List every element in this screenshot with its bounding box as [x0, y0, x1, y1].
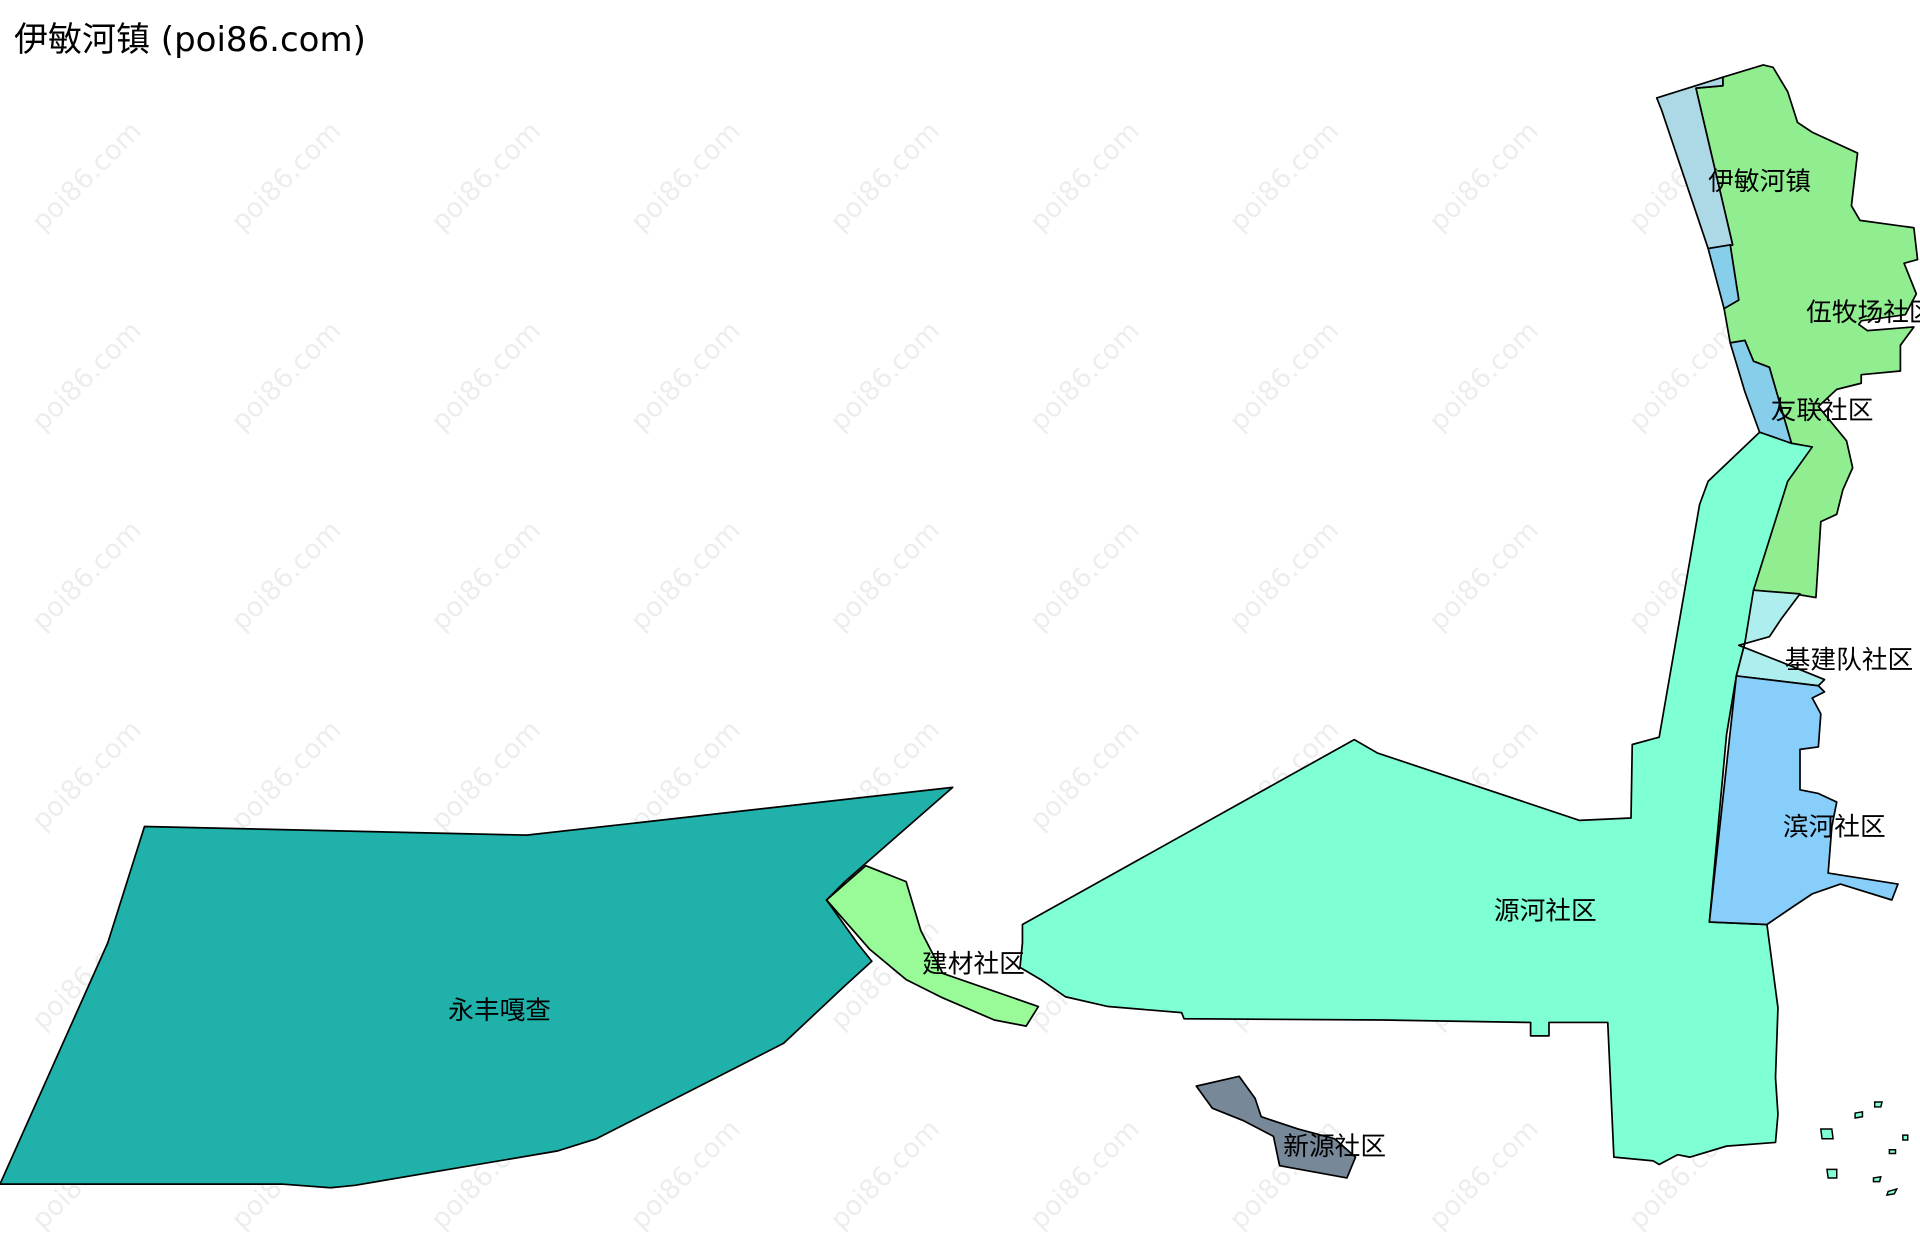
- watermark-text: poi86.com: [225, 715, 347, 837]
- label-jiancai-shequ: 建材社区: [922, 949, 1025, 979]
- label-yuanhe-shequ: 源河社区: [1494, 897, 1597, 927]
- island: [1902, 1134, 1909, 1141]
- watermark-text: poi86.com: [1223, 515, 1345, 637]
- watermark-text: poi86.com: [1623, 315, 1745, 437]
- watermark-text: poi86.com: [26, 116, 148, 238]
- island: [1888, 1149, 1897, 1155]
- island: [1826, 1168, 1838, 1179]
- watermark-text: poi86.com: [1024, 116, 1146, 238]
- watermark-text: poi86.com: [225, 515, 347, 637]
- label-jijiandui-shequ: 基建队社区: [1785, 646, 1914, 676]
- watermark-text: poi86.com: [425, 715, 547, 837]
- watermark-text: poi86.com: [1024, 315, 1146, 437]
- region-binhe-shequ[interactable]: [1708, 675, 1899, 926]
- watermark-text: poi86.com: [225, 315, 347, 437]
- watermark-text: poi86.com: [1223, 116, 1345, 238]
- label-binhe-shequ: 滨河社区: [1783, 812, 1886, 842]
- watermark-text: poi86.com: [26, 515, 148, 637]
- region-wumuchang-shequ[interactable]: [1655, 76, 1734, 250]
- watermark-text: poi86.com: [824, 515, 946, 637]
- watermark-text: poi86.com: [26, 715, 148, 837]
- region-jiancai-shequ[interactable]: [825, 864, 1040, 1027]
- watermark-text: poi86.com: [625, 1114, 747, 1236]
- watermark-text: poi86.com: [1423, 515, 1545, 637]
- watermark-text: poi86.com: [1423, 315, 1545, 437]
- page-title: 伊敏河镇 (poi86.com): [14, 20, 366, 60]
- watermark-text: poi86.com: [824, 315, 946, 437]
- watermark-text: poi86.com: [1423, 1114, 1545, 1236]
- label-yongfeng-gacha: 永丰嘎查: [448, 996, 551, 1026]
- watermark-text: poi86.com: [1024, 1114, 1146, 1236]
- watermark-text: poi86.com: [1223, 315, 1345, 437]
- island: [1872, 1175, 1882, 1183]
- watermark-text: poi86.com: [26, 315, 148, 437]
- region-strip-blue: [1707, 244, 1740, 310]
- island: [1873, 1101, 1883, 1108]
- watermark-text: poi86.com: [1423, 116, 1545, 238]
- watermark-text: poi86.com: [1024, 715, 1146, 837]
- region-yongfeng-gacha[interactable]: [0, 786, 954, 1189]
- watermark-text: poi86.com: [824, 116, 946, 238]
- island: [1885, 1187, 1899, 1197]
- label-yiminhe-zhen: 伊敏河镇: [1708, 167, 1811, 197]
- region-jijiandui-shequ[interactable]: [1735, 589, 1826, 687]
- watermark-text: poi86.com: [425, 315, 547, 437]
- island: [1854, 1110, 1864, 1119]
- watermark-text: poi86.com: [225, 116, 347, 238]
- watermark-text: poi86.com: [425, 515, 547, 637]
- watermark-text: poi86.com: [625, 116, 747, 238]
- watermark-text: poi86.com: [625, 315, 747, 437]
- watermark-text: poi86.com: [625, 515, 747, 637]
- watermark-text: poi86.com: [425, 116, 547, 238]
- region-yuanhe-shequ[interactable]: [1019, 431, 1814, 1166]
- label-xinyuan-shequ: 新源社区: [1283, 1132, 1386, 1162]
- label-youlian-shequ: 友联社区: [1771, 396, 1874, 426]
- watermark-text: poi86.com: [1024, 515, 1146, 637]
- label-wumuchang-shequ: 伍牧场社区: [1806, 298, 1920, 328]
- island: [1819, 1128, 1834, 1140]
- region-youlian-shequ[interactable]: [1729, 339, 1793, 445]
- small-islands: [1819, 1101, 1909, 1197]
- region-xinyuan-shequ[interactable]: [1195, 1075, 1357, 1179]
- watermark-text: poi86.com: [824, 1114, 946, 1236]
